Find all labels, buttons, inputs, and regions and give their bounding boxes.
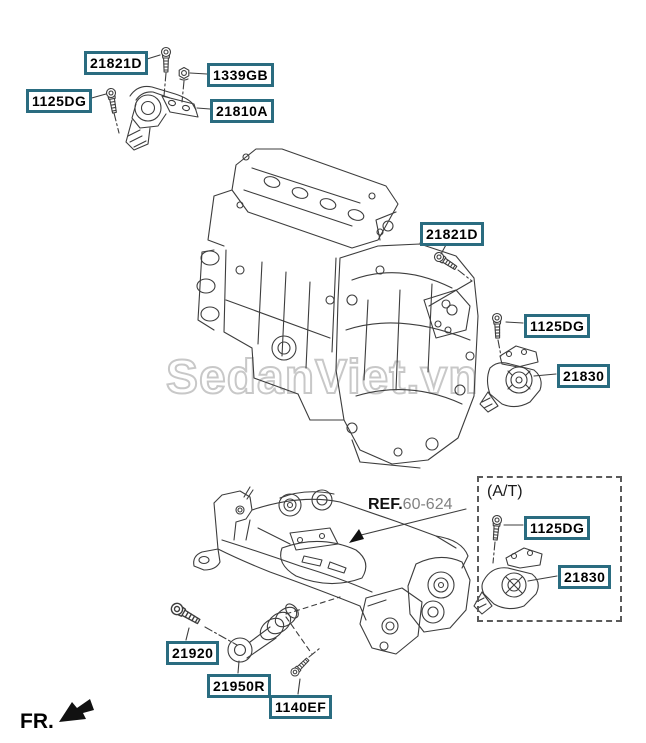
front-direction-arrow-icon [59,699,94,722]
trans-mount-drawing-21830-mt [479,345,557,413]
part-label-1125dg-trans[interactable]: 1125DG [524,314,591,338]
part-label-21830-mt[interactable]: 21830 [557,364,611,388]
ref-prefix: REF. [368,496,403,513]
part-label-21821d-engine[interactable]: 21821D [84,51,149,75]
part-label-21821d-trans[interactable]: 21821D [420,222,485,246]
part-label-21950r[interactable]: 21950R [207,674,272,698]
watermark-text: SedanViet.vn [165,350,479,405]
part-label-1125dg-engine[interactable]: 1125DG [26,89,93,113]
bolt-drawing-1140ef [288,647,321,695]
bolt-drawing-1125dg-trans [491,312,524,357]
ref-number: 60-624 [402,496,453,513]
at-variant-label: (A/T) [487,483,523,500]
part-label-1125dg-at[interactable]: 1125DG [524,516,591,540]
front-direction-label: FR. [20,710,54,733]
bolt-drawing-21821d-engine [146,46,172,97]
part-label-1339gb[interactable]: 1339GB [207,63,275,87]
engine-transmission-drawing [196,148,479,469]
trans-mount-drawing-21830-at [473,547,558,615]
ref-leader-arrow [349,508,467,543]
part-label-21830-at[interactable]: 21830 [558,565,612,589]
engine-mount-drawing-21810a [125,85,211,151]
part-label-1140ef[interactable]: 1140EF [269,695,333,719]
nut-drawing-1339gb [178,66,208,103]
roll-stopper-drawing-21950r [227,603,299,674]
bolt-drawing-1125dg-at [490,514,524,564]
subframe-drawing [193,486,471,655]
subframe-reference-label: REF.60-624 [368,496,453,514]
bolt-drawing-1125dg-engine [87,87,120,134]
part-label-21920[interactable]: 21920 [166,641,220,665]
at-variant-inset-box: (A/T) [477,476,622,622]
part-label-21810a[interactable]: 21810A [210,99,275,123]
bolt-drawing-21920 [168,600,238,646]
